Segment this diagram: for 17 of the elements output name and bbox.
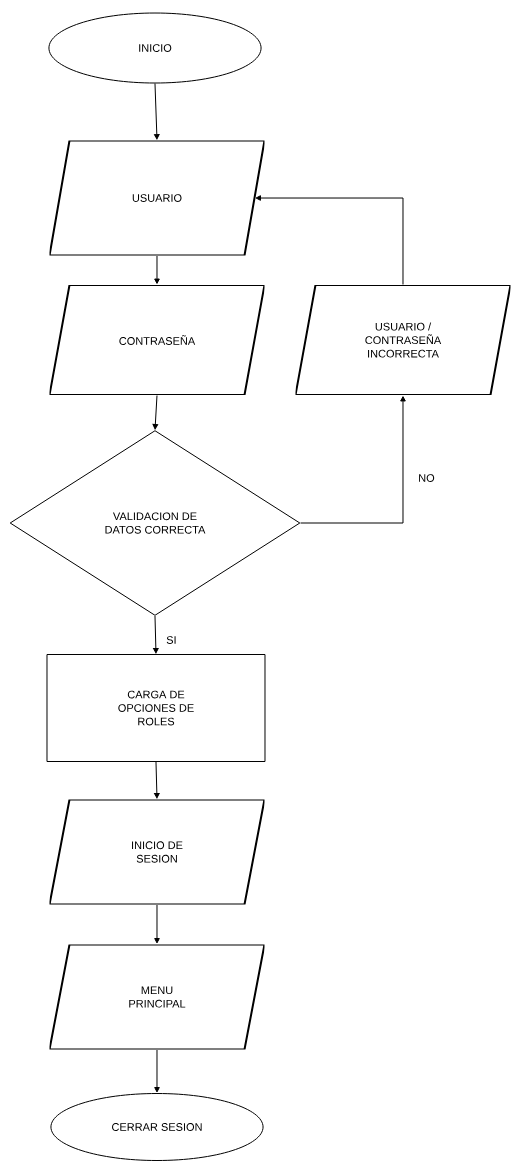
output-parallelogram: INICIO DE SESION <box>49 799 265 905</box>
output-parallelogram: USUARIO / CONTRASEÑA INCORRECTA <box>295 285 511 395</box>
arrow <box>154 255 160 284</box>
arrow <box>152 395 159 430</box>
process-box: CARGA DE OPCIONES DE ROLES <box>46 654 266 762</box>
arrow <box>154 1049 160 1093</box>
arrow <box>154 83 160 140</box>
output-parallelogram: MENU PRINCIPAL <box>49 944 265 1050</box>
arrow <box>255 195 404 285</box>
edge-label: SI <box>164 634 179 646</box>
arrow <box>154 904 160 944</box>
arrow <box>154 761 160 799</box>
arrow <box>153 615 159 654</box>
input-parallelogram: CONTRASEÑA <box>49 285 265 395</box>
arrow <box>300 396 406 524</box>
input-parallelogram: USUARIO <box>49 140 265 256</box>
edge-label: NO <box>416 472 437 484</box>
